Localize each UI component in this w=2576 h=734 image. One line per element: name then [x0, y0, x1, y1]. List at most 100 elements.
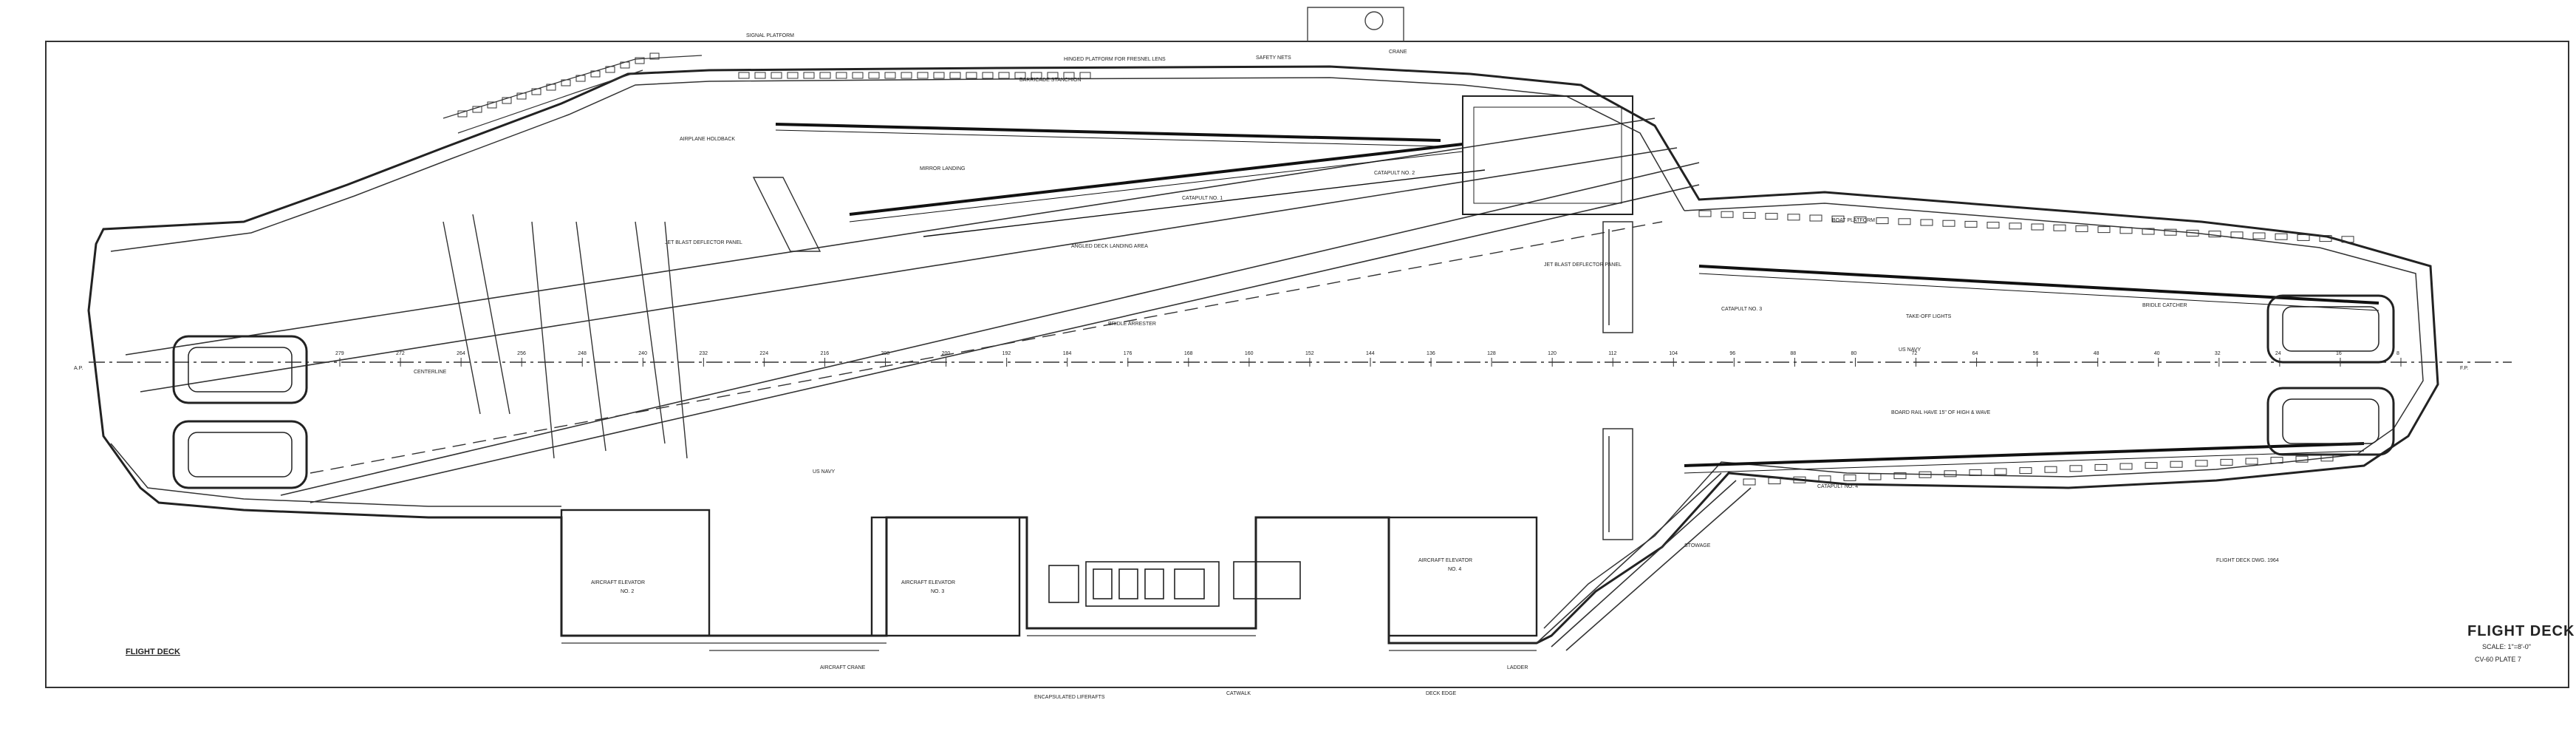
scale-text: SCALE: 1"=8'-0" [2482, 643, 2531, 650]
stowage-box [901, 72, 912, 79]
deck-edge-box [1920, 219, 1933, 226]
frame-number: 176 [1124, 351, 1132, 356]
stowage-box [982, 72, 994, 79]
aft-catwalk [1536, 472, 1752, 651]
stowage-boxes [457, 52, 1091, 118]
deck-edge-box [2186, 229, 2199, 237]
deck-edge-boxes [1698, 210, 2354, 486]
stowage-box [502, 97, 512, 104]
deck-edge-box [1743, 478, 1756, 486]
deck-edge-box [1765, 213, 1778, 220]
stowage-box [1031, 72, 1042, 79]
stowage-box [803, 72, 815, 79]
deck-edge-box [1854, 216, 1867, 223]
frame-number: 144 [1366, 351, 1375, 356]
title-text: FLIGHT DECK [2467, 623, 2575, 639]
deck-edge-box [2245, 458, 2258, 465]
deck-edge-box [2164, 228, 2177, 236]
stowage-box [620, 61, 630, 69]
deck-edge-box [2208, 231, 2221, 238]
frame-number: 232 [699, 351, 708, 356]
stowage-box [917, 72, 929, 79]
bottom-catwalk [561, 635, 1537, 651]
labels: SIGNAL PLATFORM HINGED PLATFORM FOR FRES… [74, 33, 2468, 700]
elevators [560, 509, 1538, 637]
label-aircraft-crane: AIRCRAFT CRANE [820, 665, 866, 670]
label-mirror-landing: MIRROR LANDING [920, 166, 965, 171]
deck-edge-box [1721, 211, 1734, 218]
frame-number: 112 [1608, 351, 1616, 356]
label-jet-blast-bow: JET BLAST DEFLECTOR PANEL [665, 240, 742, 245]
deck-edge-box [1843, 474, 1856, 481]
island-structure [1462, 95, 1633, 215]
deck-edge-box [2009, 222, 2022, 230]
frame-number: 72 [1912, 351, 1918, 356]
label-takeoff-lights: TAKE-OFF LIGHTS [1906, 314, 1952, 319]
frame-number: 216 [820, 351, 829, 356]
label-elevator-3: AIRCRAFT ELEVATOR [901, 580, 955, 585]
label-catapult-1: CATAPULT NO. 1 [1182, 196, 1223, 201]
label-date-note: FLIGHT DECK DWG. 1964 [2216, 558, 2279, 563]
top-tab [1307, 7, 1404, 41]
stowage-box [472, 106, 482, 113]
label-bridle-arrester: BRIDLE ARRESTER [1108, 322, 1156, 327]
frame-number: 120 [1548, 351, 1557, 356]
stowage-box [1063, 72, 1075, 79]
label-elevator-4-no: NO. 4 [1448, 567, 1461, 572]
stowage-box [1014, 72, 1026, 79]
elevator-markings-bow [172, 335, 308, 489]
frame-number: 248 [578, 351, 587, 356]
deck-edge-box [1919, 471, 1932, 478]
stowage-box [884, 72, 896, 79]
label-safety-nets: SAFETY NETS [1256, 55, 1291, 61]
label-board-rail-note: BOARD RAIL HAVE 15" OF HIGH & WAVE [1891, 410, 1991, 415]
elevator-2 [560, 509, 711, 637]
label-catapult-2: CATAPULT NO. 2 [1374, 171, 1415, 176]
corner-deck-label: FLIGHT DECK [126, 648, 180, 656]
label-jet-blast-waist: JET BLAST DEFLECTOR PANEL [1544, 262, 1622, 268]
stowage-box [546, 84, 556, 91]
frame-number: 200 [942, 351, 951, 356]
deck-edge-box [1964, 220, 1978, 228]
frame-number: 264 [457, 351, 465, 356]
frame-number: 152 [1305, 351, 1314, 356]
stowage-box [868, 72, 880, 79]
frame-number: 272 [396, 351, 405, 356]
frame-number: 40 [2154, 351, 2160, 356]
frame-ticks [339, 358, 2402, 367]
label-bridle-catcher: BRIDLE CATCHER [2142, 303, 2187, 308]
deck-edge-box [1768, 478, 1781, 485]
stowage-box [561, 79, 571, 86]
label-elevator-2-no: NO. 2 [621, 589, 634, 594]
elevator-3 [870, 516, 1021, 637]
stowage-box [649, 52, 660, 60]
elevator-markings-stern [2266, 294, 2395, 456]
frame-number: 16 [2336, 351, 2342, 356]
deck-edge-box [2044, 466, 2057, 473]
frame-number: 104 [1669, 351, 1678, 356]
drawing-number: CV-60 PLATE 7 [2475, 656, 2521, 663]
deck-edge-box [2195, 460, 2208, 467]
stowage-box [457, 110, 468, 118]
label-stowage: STOWAGE [1684, 543, 1711, 548]
deck-edge-box [1818, 475, 1831, 483]
deck-edge-box [2119, 463, 2133, 470]
frame-number: 48 [2094, 351, 2100, 356]
frame-number: 80 [1851, 351, 1856, 356]
frame-number: 208 [881, 351, 890, 356]
stowage-box [531, 88, 541, 95]
deck-edge-box [1942, 220, 1955, 227]
frame-number: 136 [1427, 351, 1435, 356]
deck-edge-box [2220, 458, 2233, 466]
centerline [89, 221, 2512, 474]
deck-edge-box [2252, 232, 2266, 239]
stowage-box [754, 72, 766, 79]
deck-edge-box [1743, 211, 1756, 219]
stowage-box [1047, 72, 1059, 79]
label-elevator-3-no: NO. 3 [931, 589, 944, 594]
deck-edge-box [2075, 225, 2088, 232]
frame-number: 224 [759, 351, 768, 356]
label-fp: F.P. [2460, 366, 2468, 371]
label-elevator-2: AIRCRAFT ELEVATOR [591, 580, 645, 585]
